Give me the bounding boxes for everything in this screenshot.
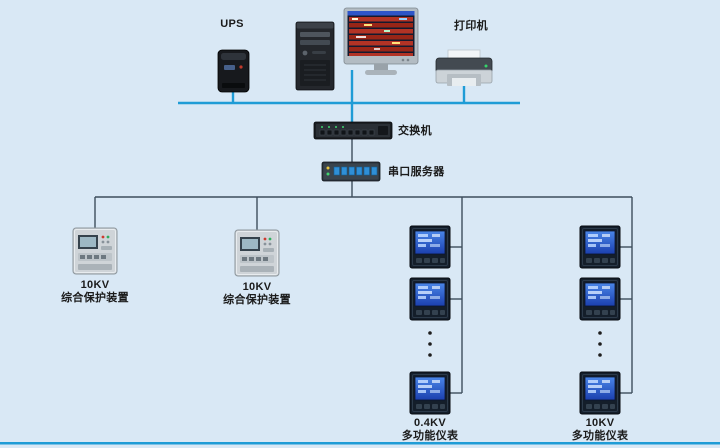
- meter-column-1-voltage: 0.4KV: [413, 417, 447, 429]
- serial-server-label: 串口服务器: [388, 166, 445, 178]
- power-meter-col2-2: [579, 277, 621, 321]
- field-bus-lines: [94, 138, 633, 394]
- power-meter-col1-1: [409, 225, 451, 269]
- switch-device: [313, 121, 393, 140]
- serial-server-device: [321, 161, 381, 182]
- protection-device-2-voltage: 10KV: [242, 281, 272, 293]
- computer-tower: [295, 21, 335, 91]
- ups-label: UPS: [220, 18, 244, 30]
- power-meter-col1-2: [409, 277, 451, 321]
- protection-device-1-label: 10KV 综合保护装置: [45, 279, 145, 305]
- protection-device-1-name: 综合保护装置: [61, 292, 129, 304]
- meter-column-2-label: 10KV 多功能仪表: [550, 417, 650, 443]
- meter-column-2-voltage: 10KV: [585, 417, 615, 429]
- meter-column-2-name: 多功能仪表: [571, 430, 629, 442]
- meter-column-1-name: 多功能仪表: [401, 430, 459, 442]
- protection-device-1-voltage: 10KV: [80, 279, 110, 291]
- ellipsis-dots-meter-column-1: [428, 331, 432, 357]
- protection-device-1: [72, 227, 118, 275]
- power-meter-col1-3: [409, 371, 451, 415]
- protection-device-2: [234, 229, 280, 277]
- ellipsis-dots-meter-column-2: [598, 331, 602, 357]
- protection-device-2-name: 综合保护装置: [223, 294, 291, 306]
- protection-device-2-label: 10KV 综合保护装置: [207, 281, 307, 307]
- meter-column-1-label: 0.4KV 多功能仪表: [380, 417, 480, 443]
- monitor: [343, 7, 419, 75]
- power-meter-col2-1: [579, 225, 621, 269]
- ups-device: [217, 49, 250, 93]
- bottom-border-line: [0, 442, 720, 445]
- switch-label: 交换机: [398, 125, 432, 137]
- power-meter-col2-3: [579, 371, 621, 415]
- printer-label: 打印机: [454, 20, 488, 32]
- printer-device: [435, 49, 493, 86]
